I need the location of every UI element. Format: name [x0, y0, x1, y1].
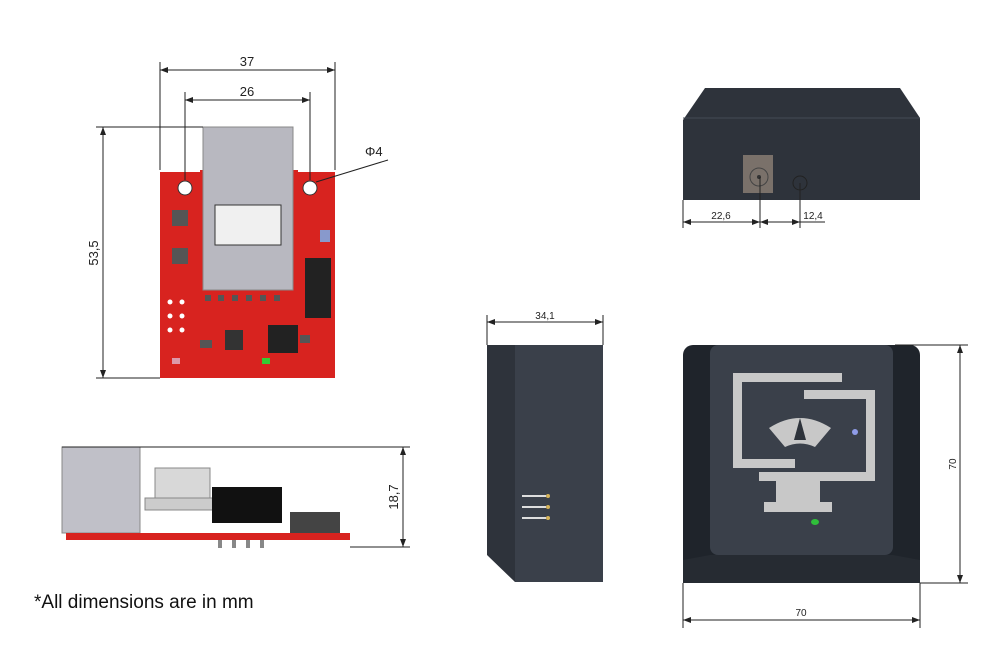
monitor-logo-icon — [733, 373, 875, 512]
enclosure-rear-view — [683, 88, 920, 200]
pcb-thickness-label: 18,7 — [386, 484, 401, 509]
pcb-height-label: 53,5 — [86, 240, 101, 265]
enclosure-depth-label: 34,1 — [535, 311, 555, 322]
enclosure-front-view — [683, 345, 920, 583]
enclosure-width-label: 70 — [795, 608, 807, 619]
hole-diameter-label: Φ4 — [365, 144, 383, 159]
hole-spacing-label: 26 — [240, 84, 254, 99]
led-offset-label: 12,4 — [803, 211, 823, 222]
units-note: *All dimensions are in mm — [34, 592, 254, 613]
jack-offset-label: 22,6 — [711, 211, 731, 222]
enclosure-side-view — [487, 345, 603, 582]
pcb-width-label: 37 — [240, 54, 254, 69]
pcb-top-view — [160, 126, 335, 378]
status-led-blue — [852, 429, 858, 435]
pcb-side-view — [61, 446, 350, 548]
enclosure-height-label: 70 — [948, 458, 959, 470]
status-led-green — [811, 519, 819, 525]
